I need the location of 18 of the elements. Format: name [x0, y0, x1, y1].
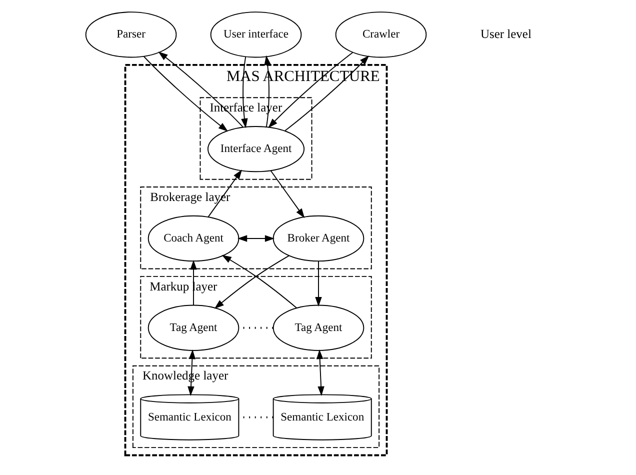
arrow — [142, 56, 228, 132]
arrow — [187, 349, 196, 396]
arrow — [236, 235, 274, 242]
node-ellipse: User interface — [210, 12, 302, 58]
node-ellipse: Tag Agent — [272, 304, 364, 351]
node-ellipse: Broker Agent — [272, 215, 364, 262]
arrow — [314, 261, 322, 307]
node-ellipse: Crawler — [334, 12, 426, 58]
arrow — [158, 52, 243, 128]
arrow — [264, 55, 270, 128]
arrow — [316, 349, 324, 396]
arrow — [190, 260, 196, 306]
label: User level — [480, 26, 531, 41]
node-ellipse: Interface Agent — [206, 126, 304, 172]
node-ellipse: Tag Agent — [147, 304, 239, 351]
node-ellipse: Parser — [84, 12, 176, 58]
arrow — [221, 254, 297, 308]
arrow — [240, 56, 248, 128]
